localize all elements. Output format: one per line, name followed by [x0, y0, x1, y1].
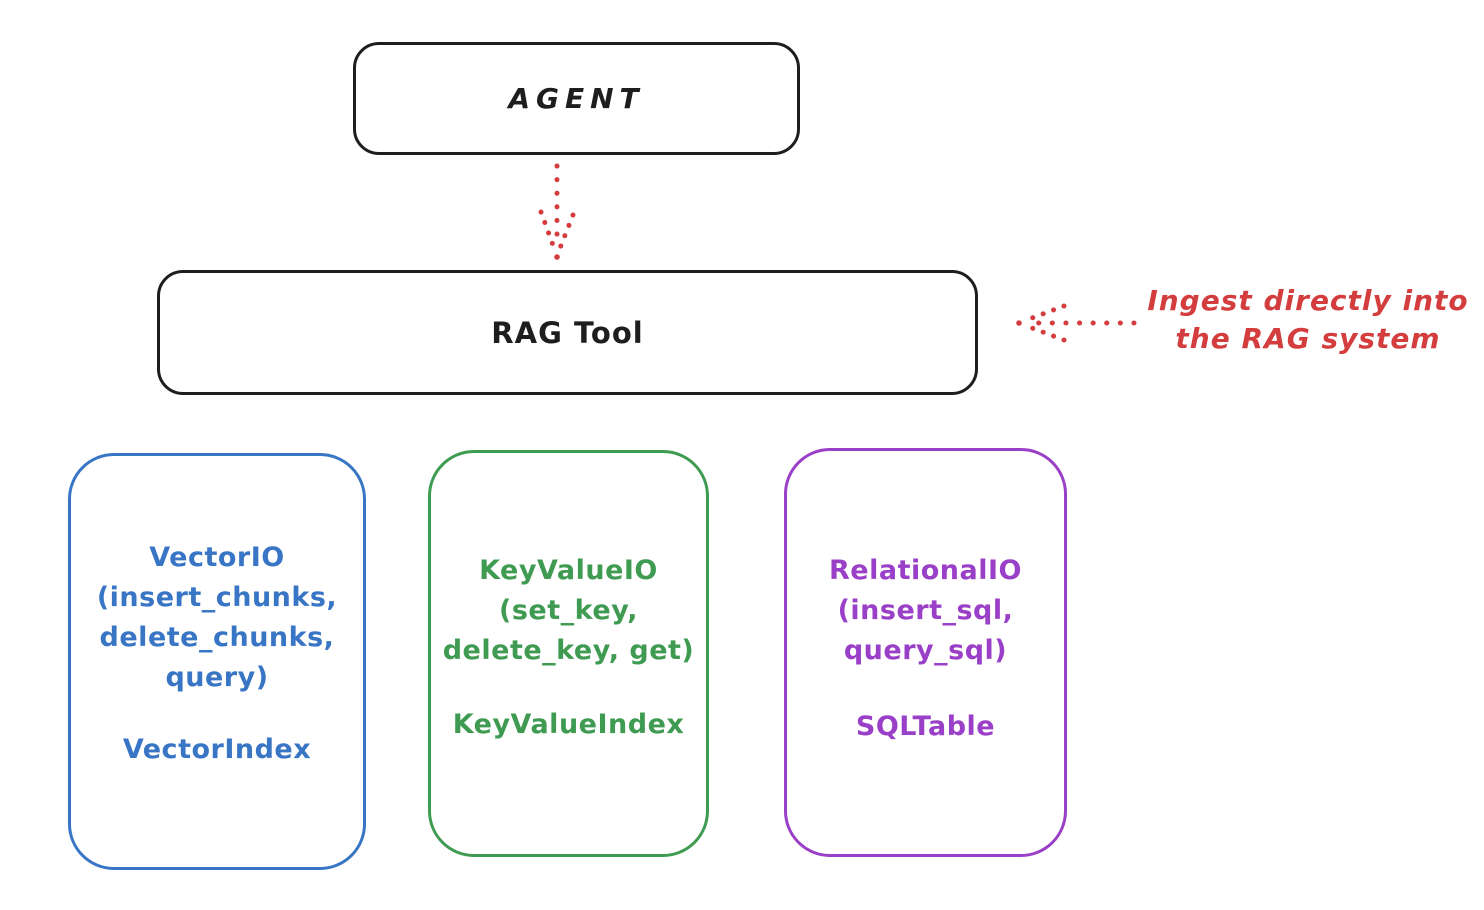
- rag-tool-box: RAG Tool: [157, 270, 978, 395]
- vector-io-line: delete_chunks,: [99, 622, 335, 653]
- relational-io-line: (insert_sql,: [837, 595, 1014, 626]
- ingest-annotation-line1: Ingest directly into: [1147, 284, 1469, 317]
- agent-box: AGENT: [353, 42, 800, 155]
- vector-io-line: VectorIO: [149, 542, 285, 573]
- keyvalue-io-title: KeyValueIO (set_key, delete_key, get): [443, 551, 695, 671]
- ingest-annotation-line2: the RAG system: [1175, 322, 1441, 355]
- rag-tool-label: RAG Tool: [491, 315, 644, 350]
- sqltable-label: SQLTable: [855, 711, 996, 742]
- agent-label: AGENT: [508, 82, 645, 115]
- vector-io-title: VectorIO (insert_chunks, delete_chunks, …: [97, 538, 337, 698]
- vector-io-box: VectorIO (insert_chunks, delete_chunks, …: [68, 453, 366, 870]
- relational-io-line: query_sql): [843, 635, 1008, 666]
- keyvalue-io-line: delete_key, get): [442, 635, 695, 666]
- keyvalue-io-box: KeyValueIO (set_key, delete_key, get) Ke…: [428, 450, 709, 857]
- ingest-annotation: Ingest directly into the RAG system: [1128, 282, 1484, 358]
- keyvalue-io-line: (set_key,: [499, 595, 638, 626]
- relational-io-title: RelationalIO (insert_sql, query_sql): [829, 551, 1022, 671]
- keyvalue-io-line: KeyValueIO: [479, 555, 658, 586]
- vector-io-line: query): [165, 662, 269, 693]
- agent-to-ragtool-arrow-icon: [538, 163, 576, 260]
- vector-index-label: VectorIndex: [122, 734, 312, 765]
- vector-io-line: (insert_chunks,: [96, 582, 338, 613]
- relational-io-line: RelationalIO: [829, 555, 1022, 586]
- relational-io-box: RelationalIO (insert_sql, query_sql) SQL…: [784, 448, 1067, 857]
- keyvalue-index-label: KeyValueIndex: [452, 709, 685, 740]
- ingest-arrow-icon: [1016, 303, 1137, 343]
